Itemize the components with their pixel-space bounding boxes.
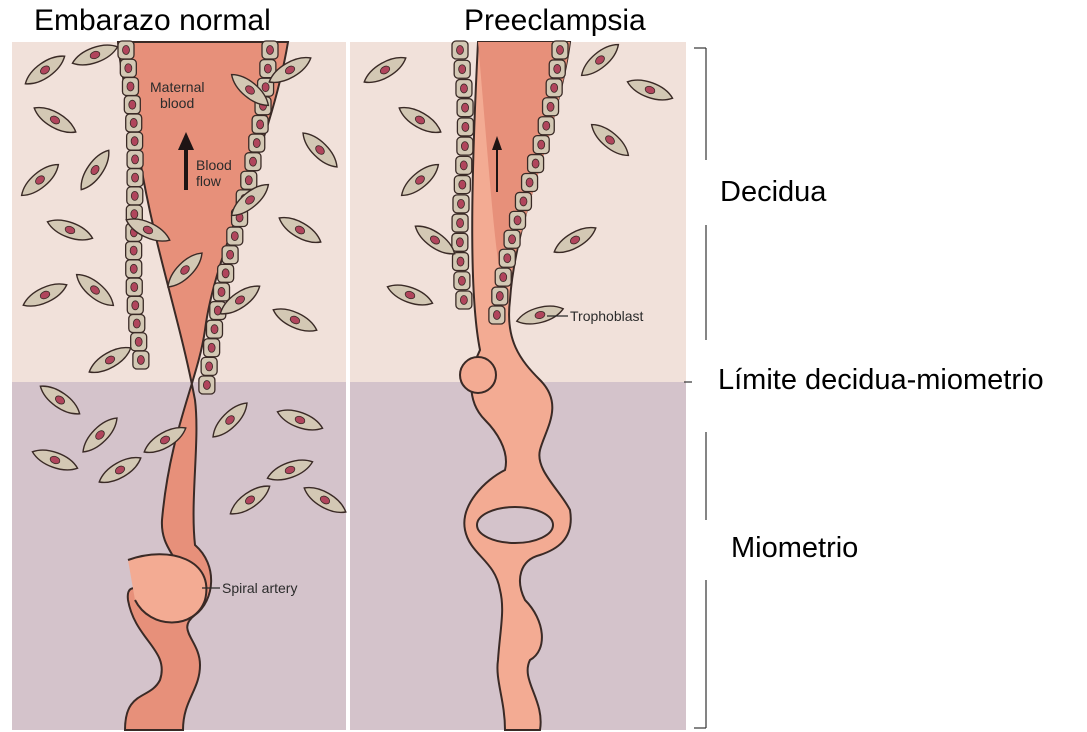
myometrium-label: Miometrio (731, 532, 858, 565)
cell-nucleus (462, 122, 469, 131)
trophoblast-label: Trophoblast (570, 308, 644, 324)
cell-nucleus (462, 103, 469, 112)
cell-nucleus (493, 311, 500, 320)
cell-nucleus (496, 292, 503, 301)
cell-nucleus (460, 84, 467, 93)
layer-brackets (684, 48, 706, 728)
cell-nucleus (131, 283, 138, 292)
cell-nucleus (245, 176, 252, 185)
cell-nucleus (231, 232, 238, 241)
cell-nucleus (127, 82, 134, 91)
cell-nucleus (458, 276, 465, 285)
cell-nucleus (132, 301, 139, 310)
cell-nucleus (551, 83, 558, 92)
cell-nucleus (129, 100, 136, 109)
maternal-blood-label-1: Maternal (150, 79, 204, 95)
spiral-artery-label: Spiral artery (222, 580, 297, 596)
cell-nucleus (457, 219, 464, 228)
cell-nucleus (132, 155, 139, 164)
cell-nucleus (131, 191, 138, 200)
cell-nucleus (253, 139, 260, 148)
cell-nucleus (554, 64, 561, 73)
cell-nucleus (459, 180, 466, 189)
cell-nucleus (218, 287, 225, 296)
decidua-myometrium-boundary-label: Límite decidua-miometrio (718, 364, 1044, 397)
cell-nucleus (500, 273, 507, 282)
cell-nucleus (459, 65, 466, 74)
cell-nucleus (457, 257, 464, 266)
cell-nucleus (262, 83, 269, 92)
cell-nucleus (130, 264, 137, 273)
cell-nucleus (461, 142, 468, 151)
cell-nucleus (125, 64, 132, 73)
cell-nucleus (457, 199, 464, 208)
cell-nucleus (130, 246, 137, 255)
cell-nucleus (504, 254, 511, 263)
cell-nucleus (206, 362, 213, 371)
cell-nucleus (131, 137, 138, 146)
cell-nucleus (264, 64, 271, 73)
cell-nucleus (222, 269, 229, 278)
cell-nucleus (460, 296, 467, 305)
cell-nucleus (208, 343, 215, 352)
cell-nucleus (203, 381, 210, 390)
cell-nucleus (130, 118, 137, 127)
cell-nucleus (132, 173, 139, 182)
cell-nucleus (543, 121, 550, 130)
cell-nucleus (249, 157, 256, 166)
cell-nucleus (547, 102, 554, 111)
cell-nucleus (460, 161, 467, 170)
cell-nucleus (131, 210, 138, 219)
cell-nucleus (456, 238, 463, 247)
cell-nucleus (526, 178, 533, 187)
cell-nucleus (532, 159, 539, 168)
cell-nucleus (457, 46, 464, 55)
cell-nucleus (514, 216, 521, 225)
cell-nucleus (267, 46, 274, 55)
cell-nucleus (509, 235, 516, 244)
cell-nucleus (137, 356, 144, 365)
cell-nucleus (123, 46, 130, 55)
cell-nucleus (135, 337, 142, 346)
blood-flow-label-2: flow (196, 173, 222, 189)
cell-nucleus (227, 250, 234, 259)
decidua-label: Decidua (720, 176, 826, 209)
maternal-blood-label-2: blood (160, 95, 194, 111)
cell-nucleus (211, 325, 218, 334)
cell-nucleus (538, 140, 545, 149)
cell-nucleus (557, 46, 564, 55)
cell-nucleus (133, 319, 140, 328)
blood-flow-label-1: Blood (196, 157, 232, 173)
cell-nucleus (257, 120, 264, 129)
cell-nucleus (520, 197, 527, 206)
